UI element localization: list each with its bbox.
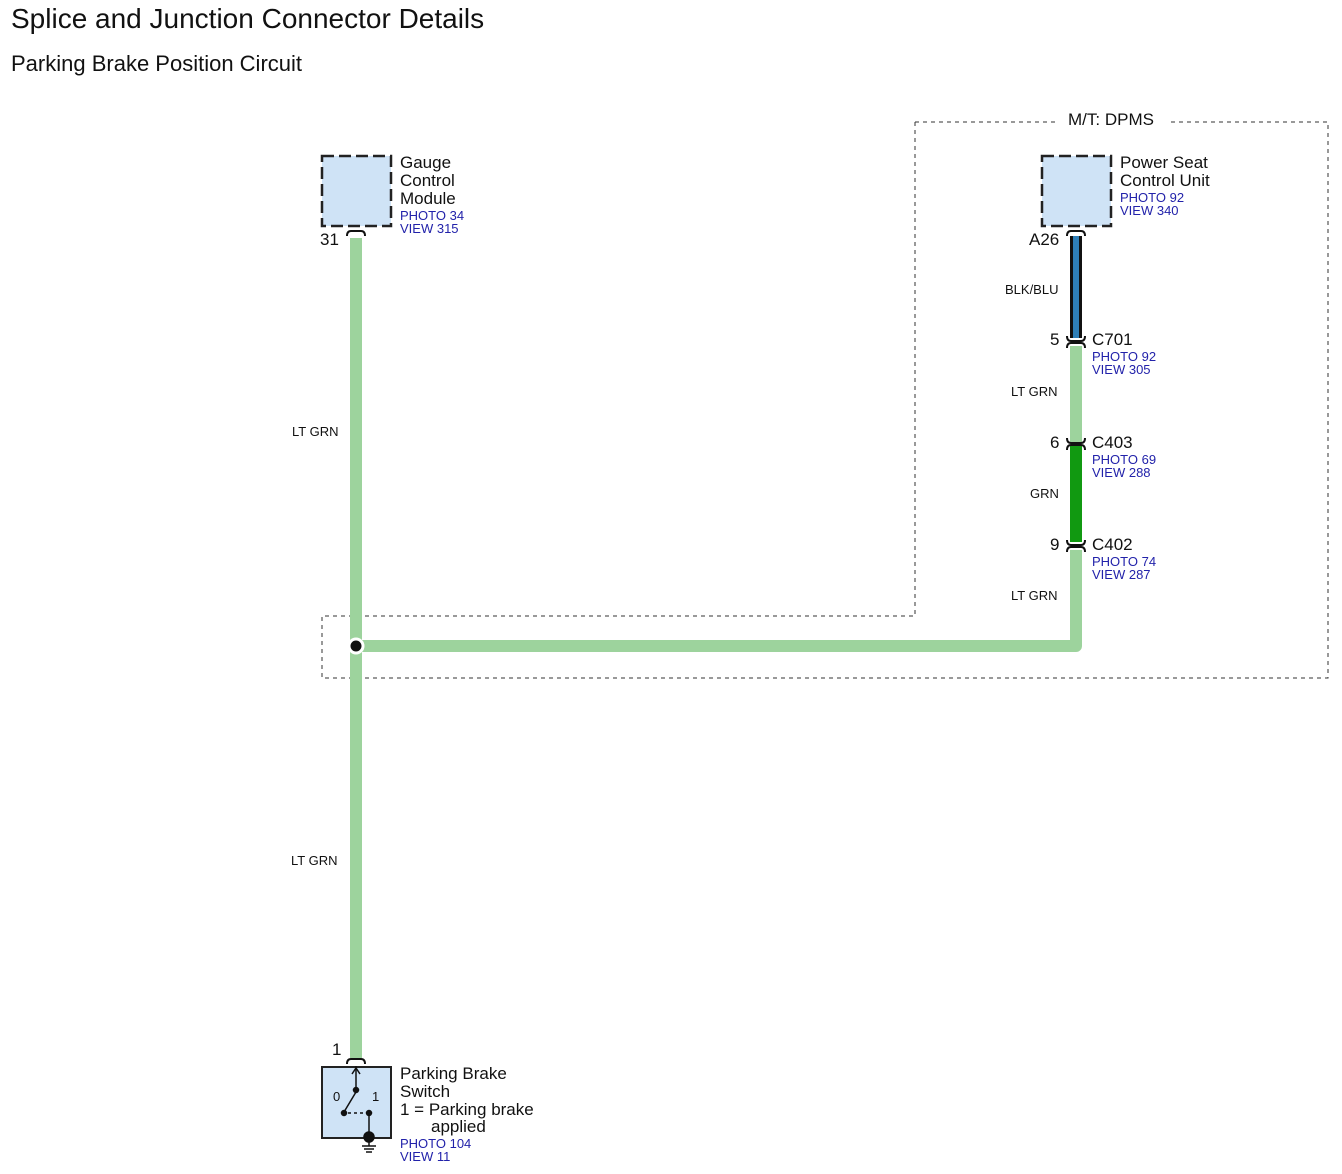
ground-icon bbox=[362, 1131, 376, 1153]
splice-point[interactable] bbox=[347, 637, 365, 655]
c403-view-link[interactable]: VIEW 288 bbox=[1092, 465, 1151, 480]
connector-pin-1-cap bbox=[346, 1058, 366, 1065]
switch-position-0: 0 bbox=[333, 1089, 341, 1104]
switch-photo-link[interactable]: PHOTO 104 bbox=[400, 1136, 472, 1151]
switch-name-line-4: applied bbox=[431, 1117, 486, 1136]
connector-pin-31-cap bbox=[346, 230, 366, 237]
gauge-name-line-3: Module bbox=[400, 189, 456, 208]
c402-label: C402 bbox=[1092, 535, 1133, 554]
pscu-name-line-2: Control Unit bbox=[1120, 171, 1210, 190]
connector-c402-mark bbox=[1066, 539, 1086, 553]
c402-view-link[interactable]: VIEW 287 bbox=[1092, 567, 1151, 582]
dpms-group-label: M/T: DPMS bbox=[1068, 110, 1154, 129]
pscu-name-line-1: Power Seat bbox=[1120, 153, 1208, 172]
wire-label-c701-c403: LT GRN bbox=[1011, 384, 1058, 399]
pscu-photo-link[interactable]: PHOTO 92 bbox=[1120, 190, 1185, 205]
c403-label: C403 bbox=[1092, 433, 1133, 452]
gauge-photo-link[interactable]: PHOTO 34 bbox=[400, 208, 465, 223]
switch-name-line-3: 1 = Parking brake bbox=[400, 1100, 534, 1119]
wire-lt-grn-horizontal[interactable] bbox=[356, 550, 1082, 652]
wire-label-c403-c402: GRN bbox=[1030, 486, 1059, 501]
wire-label-gauge-lower: LT GRN bbox=[291, 853, 338, 868]
c701-photo-link[interactable]: PHOTO 92 bbox=[1092, 349, 1157, 364]
c403-photo-link[interactable]: PHOTO 69 bbox=[1092, 452, 1157, 467]
gauge-view-link[interactable]: VIEW 315 bbox=[400, 221, 459, 236]
switch-symbol bbox=[340, 1066, 373, 1134]
c402-pin-number: 9 bbox=[1050, 535, 1060, 554]
page-subtitle: Parking Brake Position Circuit bbox=[11, 51, 303, 76]
wire-label-blk-blu: BLK/BLU bbox=[1005, 282, 1059, 297]
c402-photo-link[interactable]: PHOTO 74 bbox=[1092, 554, 1157, 569]
connector-pin-a26-cap bbox=[1066, 230, 1086, 237]
switch-name-line-1: Parking Brake bbox=[400, 1064, 507, 1083]
wire-label-c402-splice: LT GRN bbox=[1011, 588, 1058, 603]
switch-pin-number: 1 bbox=[332, 1040, 342, 1059]
gauge-control-module-box[interactable] bbox=[320, 154, 393, 228]
page-title: Splice and Junction Connector Details bbox=[11, 3, 485, 34]
wire-label-gauge-upper: LT GRN bbox=[292, 424, 339, 439]
gauge-name-line-2: Control bbox=[400, 171, 455, 190]
switch-view-link[interactable]: VIEW 11 bbox=[400, 1149, 451, 1164]
c403-pin-number: 6 bbox=[1050, 433, 1060, 452]
pscu-view-link[interactable]: VIEW 340 bbox=[1120, 203, 1179, 218]
switch-name-line-2: Switch bbox=[400, 1082, 451, 1101]
c701-pin-number: 5 bbox=[1050, 330, 1060, 349]
pscu-pin-number: A26 bbox=[1029, 230, 1060, 249]
c701-view-link[interactable]: VIEW 305 bbox=[1092, 362, 1151, 377]
connector-c403-mark bbox=[1066, 437, 1086, 451]
power-seat-control-unit-box[interactable] bbox=[1040, 154, 1113, 228]
switch-position-1: 1 bbox=[372, 1089, 380, 1104]
gauge-name-line-1: Gauge bbox=[400, 153, 452, 172]
wire-blk-blu[interactable] bbox=[1070, 236, 1082, 338]
c701-label: C701 bbox=[1092, 330, 1133, 349]
connector-c701-mark bbox=[1066, 335, 1086, 349]
gauge-pin-number: 31 bbox=[320, 230, 339, 249]
